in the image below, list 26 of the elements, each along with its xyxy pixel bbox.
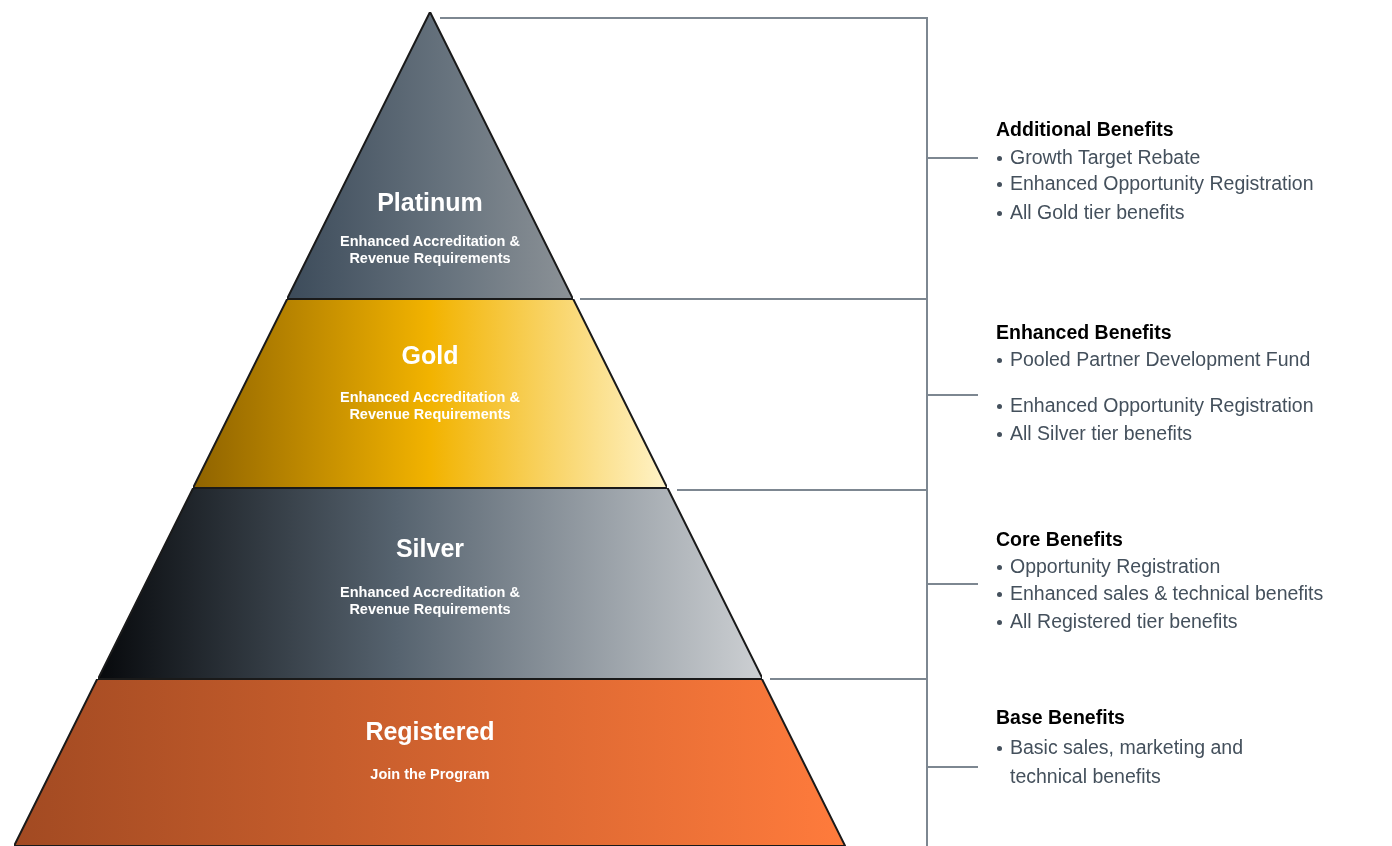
tier-name: Registered — [365, 717, 495, 746]
tier-name: Platinum — [377, 188, 483, 217]
benefit-item: Enhanced sales & technical benefits — [1010, 581, 1324, 606]
benefit-item: Enhanced Opportunity Registration — [1010, 393, 1314, 418]
benefit-item: All Silver tier benefits — [1010, 421, 1193, 446]
pyramid-tier — [14, 679, 846, 846]
tier-description: Enhanced Accreditation & Revenue Requirements — [339, 233, 521, 267]
pyramid-tier — [287, 12, 573, 299]
benefit-item: All Gold tier benefits — [1010, 200, 1185, 225]
benefit-heading: Additional Benefits — [996, 118, 1174, 141]
tier-description: Enhanced Accreditation & Revenue Requirements — [339, 389, 521, 423]
tier-description: Join the Program — [369, 766, 491, 783]
benefit-item: Pooled Partner Development Fund — [1010, 347, 1311, 372]
benefit-item: Growth Target Rebate — [1010, 145, 1201, 170]
benefit-heading: Core Benefits — [996, 528, 1123, 551]
benefit-item: Basic sales, marketing and technical benefits — [1010, 735, 1245, 789]
benefit-item: All Registered tier benefits — [1010, 609, 1238, 634]
pyramid-tier — [97, 488, 763, 679]
benefit-item: Enhanced Opportunity Registration — [1010, 171, 1314, 196]
benefit-heading: Base Benefits — [996, 706, 1125, 729]
benefit-item: Opportunity Registration — [1010, 554, 1221, 579]
tier-description: Enhanced Accreditation & Revenue Requirements — [339, 584, 521, 618]
pyramid-tier — [192, 299, 668, 488]
tier-name: Gold — [401, 341, 459, 370]
benefit-heading: Enhanced Benefits — [996, 321, 1172, 344]
tier-name: Silver — [395, 534, 465, 563]
